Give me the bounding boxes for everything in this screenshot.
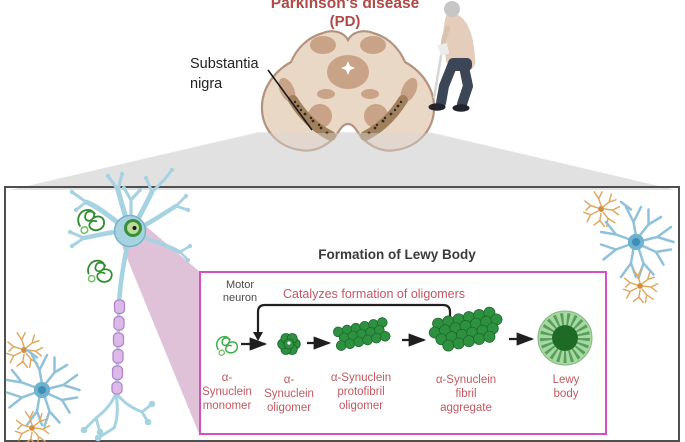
catalyze-label: Catalyzes formation of oligomers <box>282 287 466 301</box>
shoe <box>452 104 470 112</box>
substantia-nigra-label: Substantia nigra <box>190 56 259 92</box>
gray-magnification-cone <box>10 132 676 190</box>
panel-art <box>215 303 593 366</box>
astrocyte-icon <box>5 348 81 428</box>
alpha-synuclein-aggregate-icon <box>77 208 106 235</box>
microglia-icon <box>583 191 621 227</box>
head <box>444 1 460 17</box>
lewy-formation-panel <box>199 271 607 435</box>
brain-structure <box>361 89 379 99</box>
catalyze-bracket-arrow <box>256 303 452 334</box>
stage-arrows <box>241 332 535 351</box>
motor-neuron-label: Motor neuron <box>222 279 258 305</box>
pointer-line <box>267 69 313 131</box>
myelin-sheath <box>111 299 126 395</box>
lewy-body-icon <box>537 310 593 366</box>
brain-structure <box>317 89 335 99</box>
title-line2: (PD) <box>329 12 361 30</box>
protofibril-icon <box>333 317 391 351</box>
stage-label-fibril-aggregate: α-Synuclein fibril aggregate <box>435 374 497 415</box>
stage-label-monomer: α- Synuclein monomer <box>202 372 252 413</box>
oligomer-icon <box>277 333 301 355</box>
glia-cluster-bottom-left <box>5 332 81 442</box>
page-title: Parkinson's disease (PD) <box>215 0 475 30</box>
stage-label-protofibril: α-Synuclein protofibril oligomer <box>330 372 392 413</box>
zoom-box-frame <box>4 186 680 442</box>
cane-icon <box>432 49 444 99</box>
patient-figure <box>428 1 476 112</box>
motor-neuron-illustration <box>67 167 193 442</box>
monomer-icon <box>215 335 239 357</box>
stage-label-lewy-body: Lewy body <box>552 374 580 401</box>
nigra-speckles <box>293 100 403 135</box>
stage-label-oligomer: α- Synuclein oligomer <box>264 374 314 415</box>
front-leg <box>436 61 457 108</box>
pink-magnification-cone <box>122 222 200 436</box>
shoe <box>428 103 446 111</box>
title-line1: Parkinson's disease <box>270 0 420 12</box>
bracket-arrowhead-icon <box>253 332 263 341</box>
panel-heading: Formation of Lewy Body <box>318 247 476 262</box>
dendrite-tips <box>67 167 193 442</box>
aqueduct-star <box>341 61 355 75</box>
fibril-aggregate-icon <box>428 306 503 352</box>
microglia-icon <box>6 332 44 368</box>
top-section-art <box>10 1 676 190</box>
astrocyte-icon <box>599 200 675 280</box>
inclusion-dot <box>132 226 137 230</box>
brain-structure <box>310 36 336 54</box>
back-leg <box>457 62 473 109</box>
torso <box>443 13 476 70</box>
brain-structure <box>360 36 386 54</box>
alpha-synuclein-aggregate-icon <box>84 257 116 288</box>
cone-overlay <box>10 133 676 190</box>
hand-object <box>437 42 450 56</box>
